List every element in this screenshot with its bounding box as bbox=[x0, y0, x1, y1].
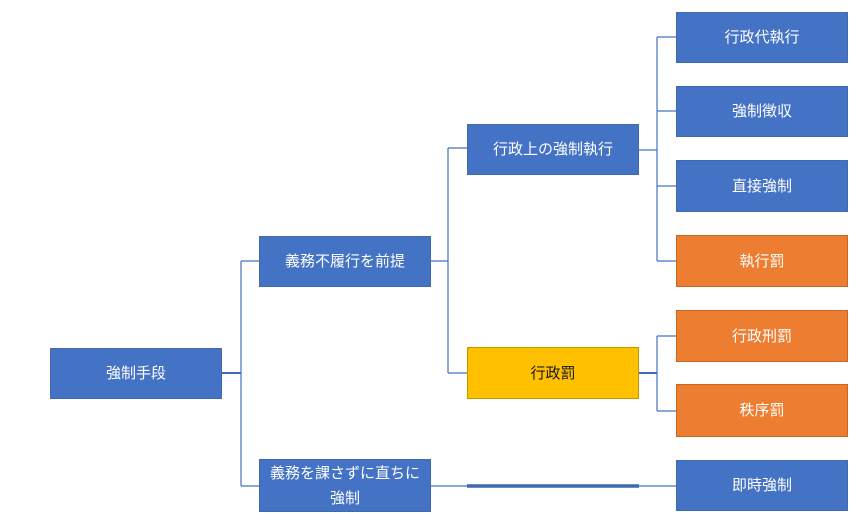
node-direct-coercion: 直接強制 bbox=[676, 160, 848, 212]
node-premise-label: 義務不履行を前提 bbox=[284, 252, 405, 270]
node-admin-criminal-penalty-label: 行政刑罰 bbox=[731, 326, 792, 345]
connector-premise bbox=[431, 147, 467, 374]
node-forced-collection: 強制徴収 bbox=[676, 86, 848, 137]
node-order-penalty-label: 秩序罰 bbox=[739, 401, 785, 419]
node-immediate-parent-label: 義務を課さずに直ちに強制 bbox=[270, 463, 421, 507]
node-premise: 義務不履行を前提 bbox=[259, 236, 431, 287]
node-immediate-coercion-label: 即時強制 bbox=[731, 476, 792, 494]
node-proxy-execution-label: 行政代執行 bbox=[724, 28, 800, 46]
node-immediate-parent: 義務を課さずに直ちに強制 bbox=[259, 459, 431, 512]
node-execution-fine: 執行罰 bbox=[676, 235, 848, 287]
connector-admin-enforcement bbox=[639, 36, 676, 262]
node-admin-penalty: 行政罰 bbox=[467, 347, 639, 399]
node-admin-penalty-label: 行政罰 bbox=[530, 363, 576, 382]
node-admin-criminal-penalty: 行政刑罰 bbox=[676, 310, 848, 362]
node-forced-collection-label: 強制徴収 bbox=[731, 102, 792, 120]
node-order-penalty: 秩序罰 bbox=[676, 384, 848, 437]
node-root: 強制手段 bbox=[50, 348, 222, 399]
node-direct-coercion-label: 直接強制 bbox=[731, 176, 792, 195]
node-execution-fine-label: 執行罰 bbox=[739, 251, 785, 270]
node-proxy-execution: 行政代執行 bbox=[676, 12, 848, 63]
node-admin-enforcement-label: 行政上の強制執行 bbox=[492, 140, 613, 158]
node-admin-enforcement: 行政上の強制執行 bbox=[467, 124, 639, 175]
node-root-label: 強制手段 bbox=[105, 364, 166, 382]
node-immediate-coercion: 即時強制 bbox=[676, 460, 848, 511]
